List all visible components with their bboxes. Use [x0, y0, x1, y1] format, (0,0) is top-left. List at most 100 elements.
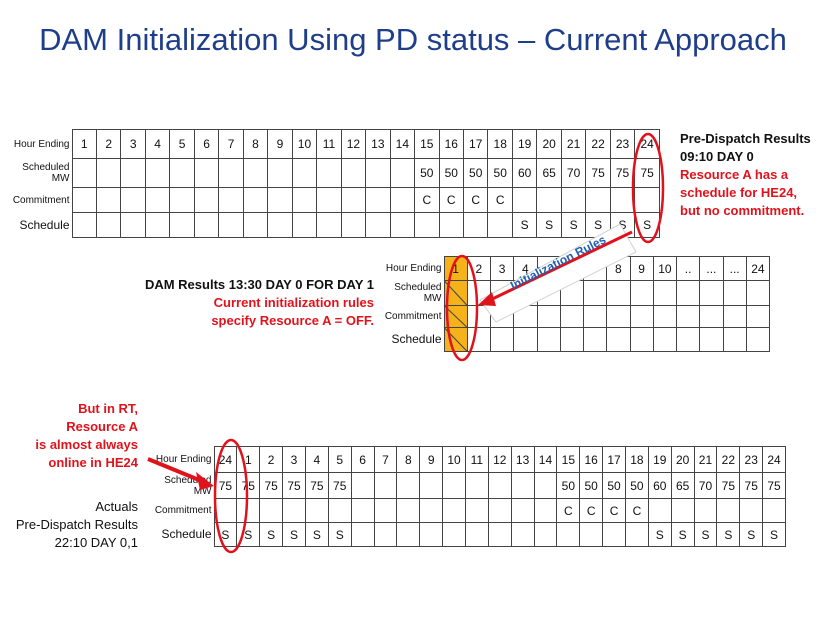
- hour-cell: 17: [462, 129, 489, 159]
- schedule-cell: [489, 327, 515, 352]
- schedule-cell: [144, 212, 171, 238]
- commitment-cell: [511, 187, 538, 213]
- hour-cell: 1: [443, 256, 468, 281]
- schedule-cell: [722, 327, 747, 352]
- rt-note: But in RT, Resource A is almost always o…: [35, 400, 138, 472]
- scheduled-mw-cell: [267, 158, 293, 188]
- hour-cell: 3: [489, 256, 515, 281]
- commitment-cell: [419, 498, 444, 523]
- hour-cell: 6: [350, 446, 375, 473]
- schedule-cell: [267, 212, 293, 238]
- scheduled-mw-row: Scheduled MW: [380, 280, 771, 306]
- schedule-cell: [365, 212, 391, 238]
- commitment-cell: [144, 187, 171, 213]
- commitment-cell: [120, 187, 146, 213]
- schedule-cell: [579, 522, 604, 547]
- hour-cell: 4: [513, 256, 538, 281]
- hour-cell: 2: [466, 256, 492, 281]
- schedule-cell: [582, 327, 608, 352]
- hour-cell: 22: [716, 446, 741, 473]
- hour-cell: 7: [218, 129, 244, 159]
- scheduled-mw-cell: 50: [624, 472, 649, 499]
- hour-cell: 23: [609, 129, 636, 159]
- scheduled-mw-cell: [291, 158, 318, 188]
- commitment-cell: [71, 187, 97, 213]
- schedule-cell: [464, 522, 489, 547]
- commitment-cell: [443, 305, 468, 328]
- schedule-cell: S: [634, 212, 660, 238]
- commitment-cell: [513, 305, 538, 328]
- scheduled-mw-cell: 50: [556, 472, 581, 499]
- schedule-cell: [675, 327, 701, 352]
- schedule-cell: [316, 212, 342, 238]
- commitment-cell: C: [602, 498, 626, 523]
- commitment-cell: [389, 187, 416, 213]
- hour-cell: 4: [304, 446, 329, 473]
- commitment-cell: [267, 187, 293, 213]
- schedule-cell: [602, 522, 626, 547]
- scheduled-mw-cell: [629, 280, 654, 306]
- scheduled-mw-cell: 75: [213, 472, 238, 499]
- actuals-line1: Actuals: [95, 499, 138, 514]
- schedule-cell: [513, 327, 538, 352]
- hour-cell: 9: [419, 446, 444, 473]
- schedule-label: Schedule: [161, 527, 212, 541]
- hour-cell: 5: [169, 129, 195, 159]
- commitment-cell: [609, 187, 636, 213]
- hour-cell: 20: [536, 129, 562, 159]
- commitment-cell: [218, 187, 244, 213]
- dam-results-note: DAM Results 13:30 DAY 0 FOR DAY 1 Curren…: [145, 276, 374, 330]
- schedule-cell: [350, 522, 375, 547]
- scheduled-mw-cell: [365, 158, 391, 188]
- scheduled-mw-cell: 75: [762, 472, 786, 499]
- schedule-cell: [218, 212, 244, 238]
- scheduled-mw-label: Scheduled MW: [22, 162, 70, 184]
- scheduled-mw-cell: [536, 280, 561, 306]
- scheduled-mw-cell: [582, 280, 608, 306]
- scheduled-mw-cell: [316, 158, 342, 188]
- scheduled-mw-cell: 50: [438, 158, 465, 188]
- schedule-cell: [652, 327, 678, 352]
- commitment-cell: [291, 187, 318, 213]
- commitment-cell: [675, 305, 701, 328]
- hour-cell: 16: [438, 129, 465, 159]
- schedule-cell: [442, 522, 466, 547]
- schedule-cell: [414, 212, 440, 238]
- schedule-cell: S: [716, 522, 741, 547]
- rt-note-line3: is almost always: [35, 437, 138, 452]
- hour-cell: 3: [282, 446, 306, 473]
- scheduled-mw-cell: [144, 158, 171, 188]
- scheduled-mw-cell: [513, 280, 538, 306]
- commitment-cell: [236, 498, 261, 523]
- hour-cell: 5: [536, 256, 561, 281]
- hour-cell: 12: [340, 129, 367, 159]
- scheduled-mw-cell: [350, 472, 375, 499]
- schedule-cell: [95, 212, 122, 238]
- schedule-cell: [340, 212, 367, 238]
- hour-cell: 14: [533, 446, 558, 473]
- pd-results-time: 09:10 DAY 0: [680, 149, 754, 164]
- schedule-cell: [487, 212, 513, 238]
- schedule-cell: [169, 212, 195, 238]
- page-title: DAM Initialization Using PD status – Cur…: [39, 22, 787, 57]
- hour-cell: 15: [414, 129, 440, 159]
- commitment-cell: [340, 187, 367, 213]
- hour-cell: 10: [652, 256, 678, 281]
- hour-cell: 13: [510, 446, 535, 473]
- actuals-note: Actuals Pre-Dispatch Results 22:10 DAY 0…: [16, 498, 138, 552]
- hour-cell: 1: [236, 446, 261, 473]
- scheduled-mw-cell: [95, 158, 122, 188]
- hour-cell: 15: [556, 446, 581, 473]
- scheduled-mw-cell: 75: [327, 472, 352, 499]
- hour-cell: 6: [193, 129, 220, 159]
- hour-cell: 19: [511, 129, 538, 159]
- schedule-cell: [242, 212, 269, 238]
- commitment-cell: [559, 305, 585, 328]
- schedule-cell: S: [762, 522, 786, 547]
- commitment-row: Commitment: [380, 305, 771, 328]
- hour-cell: 2: [259, 446, 284, 473]
- schedule-cell: [699, 327, 724, 352]
